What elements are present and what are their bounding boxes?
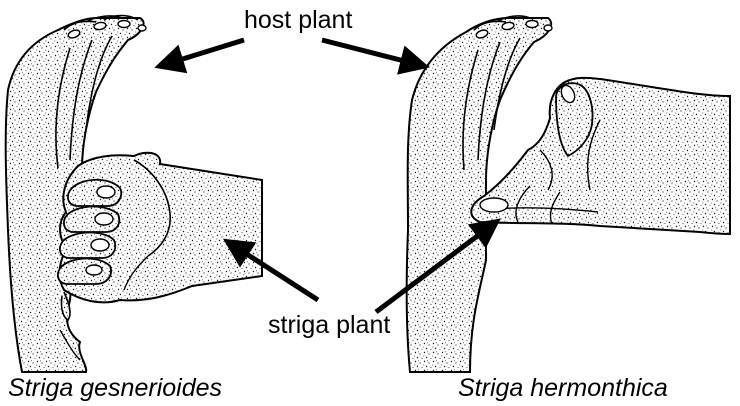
striga-hand-right (471, 78, 730, 234)
caption-striga-hermonthica: Striga hermonthica (458, 376, 668, 401)
caption-striga-gesnerioides: Striga gesnerioides (8, 376, 222, 401)
host-plant-label: host plant (244, 8, 352, 33)
striga-hand-left (58, 153, 262, 320)
arrow-host-right (322, 40, 424, 66)
striga-plant-label: striga plant (268, 313, 390, 338)
arrow-host-left (160, 40, 244, 66)
